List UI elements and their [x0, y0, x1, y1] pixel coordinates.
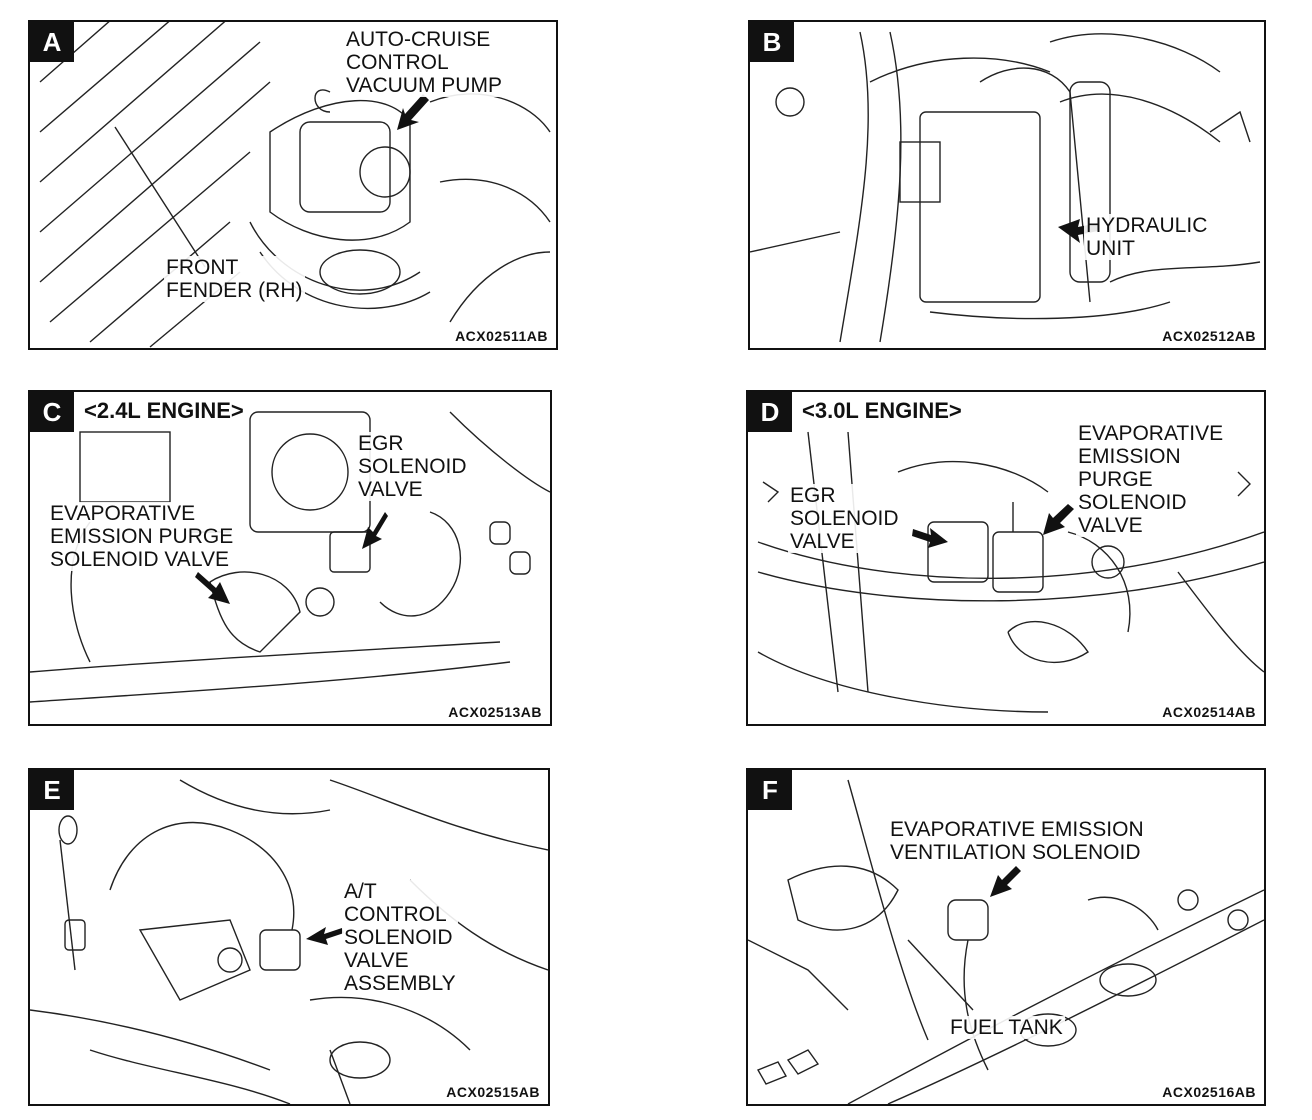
evap-purge-solenoid-label: EVAPORATIVE EMISSION PURGE SOLENOID VALV…: [48, 502, 236, 571]
panel-e: E A/T CONTROL SOLENOID VALVE ASSEMBLY AC…: [28, 768, 550, 1106]
panel-b-code: ACX02512AB: [1162, 328, 1256, 344]
panel-c-code: ACX02513AB: [448, 704, 542, 720]
panel-d-engine-heading: <3.0L ENGINE>: [800, 398, 964, 424]
egr-solenoid-valve-label: EGR SOLENOID VALVE: [356, 432, 469, 501]
panel-a-letter: A: [30, 22, 74, 62]
panel-f-illustration: [748, 779, 1264, 1104]
hydraulic-unit-label: HYDRAULIC UNIT: [1084, 214, 1210, 260]
panel-e-code: ACX02515AB: [446, 1084, 540, 1100]
panel-e-letter: E: [30, 770, 74, 810]
panel-d: D <3.0L ENGINE> EVAPORATIVE EMISSION PUR…: [746, 390, 1266, 726]
egr-solenoid-valve-label: EGR SOLENOID VALVE: [788, 484, 901, 553]
panel-a-code: ACX02511AB: [455, 328, 548, 344]
at-control-solenoid-label: A/T CONTROL SOLENOID VALVE ASSEMBLY: [342, 880, 458, 995]
auto-cruise-vacuum-pump-label: AUTO-CRUISE CONTROL VACUUM PUMP: [344, 28, 504, 97]
front-fender-label: FRONT FENDER (RH): [164, 256, 305, 302]
fuel-tank-label: FUEL TANK: [948, 1016, 1065, 1039]
panel-c-engine-heading: <2.4L ENGINE>: [82, 398, 246, 424]
panel-c-letter: C: [30, 392, 74, 432]
panel-b-illustration: [750, 31, 1261, 343]
panel-b-letter: B: [750, 22, 794, 62]
panel-a: A AUTO-CRUISE CONTROL VACUUM PUMP FRONT …: [28, 20, 558, 350]
panel-f: F EVAPORATIVE EMISSION VENTILATION SOLEN…: [746, 768, 1266, 1106]
panel-d-code: ACX02514AB: [1162, 704, 1256, 720]
panel-d-letter: D: [748, 392, 792, 432]
panel-c: C <2.4L ENGINE> EGR SOLENOID VALVE EVAPO…: [28, 390, 552, 726]
panel-d-illustration: [757, 431, 1264, 713]
panel-f-letter: F: [748, 770, 792, 810]
panel-b: B HYDRAULIC UNIT ACX02512AB: [748, 20, 1266, 350]
evap-purge-solenoid-label: EVAPORATIVE EMISSION PURGE SOLENOID VALV…: [1076, 422, 1226, 537]
evap-ventilation-solenoid-label: EVAPORATIVE EMISSION VENTILATION SOLENOI…: [888, 818, 1146, 864]
panel-e-illustration: [30, 779, 548, 1104]
panel-f-code: ACX02516AB: [1162, 1084, 1256, 1100]
